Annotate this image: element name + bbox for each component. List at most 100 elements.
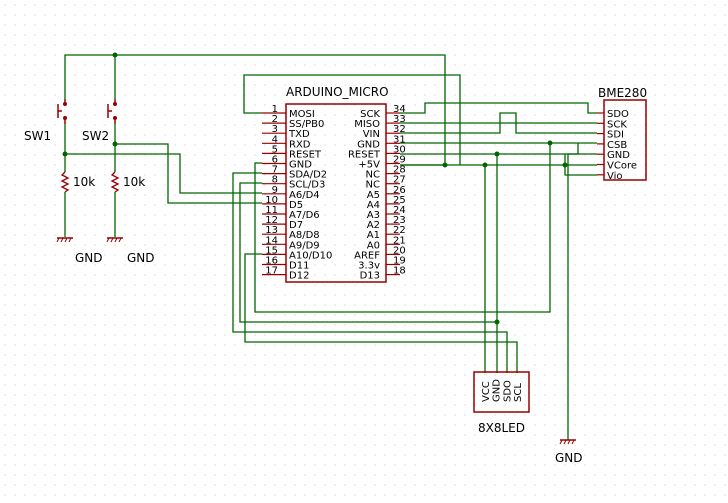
bme280-body (603, 99, 647, 181)
junction (482, 162, 488, 168)
arduino-pin-name: VIN (363, 129, 380, 140)
arduino-pin-number: 7 (272, 165, 278, 176)
arduino-pin-name: AREF (354, 250, 380, 261)
arduino-pin-name: A6/D4 (289, 190, 320, 201)
junction (547, 140, 553, 146)
arduino-pin-number: 13 (265, 225, 278, 236)
arduino-pin-number: 9 (272, 185, 278, 196)
bme280-pin-name: SDI (607, 130, 624, 141)
arduino-pin-number: 18 (393, 266, 406, 277)
arduino-pin-name: RESET (348, 149, 381, 160)
arduino-pin-name: 3.3v (358, 261, 380, 272)
wire-scl (239, 182, 497, 323)
arduino-pin-number: 20 (393, 245, 406, 256)
arduino-pin-number: 8 (272, 175, 278, 186)
wire-sda (232, 172, 508, 373)
arduino-pin-name: NC (366, 180, 380, 191)
switch-contacts (63, 102, 117, 120)
arduino-pin-name: +5V (358, 160, 380, 171)
r2-value: 10k (123, 175, 145, 189)
arduino-pin-name: A4 (367, 200, 380, 211)
led-pin-name: SDO (502, 380, 513, 402)
sw2-contact (113, 116, 117, 120)
bme280-pin-name: SCK (607, 119, 627, 130)
arduino-pin-name: A0 (367, 240, 380, 251)
arduino-pin-name: NC (366, 170, 380, 181)
arduino-pin-name: A1 (367, 230, 380, 241)
arduino-pin-number: 29 (393, 155, 406, 166)
arduino-pin-name: SCL/D3 (289, 180, 325, 191)
arduino-pin-number: 14 (265, 235, 278, 246)
gnd-label-1: GND (75, 251, 103, 265)
wire-gnd-right (567, 143, 579, 440)
bme280-pin-name: GND (607, 150, 630, 161)
arduino-pin-number: 31 (393, 134, 406, 145)
arduino-pin-number: 27 (393, 175, 406, 186)
r1-zigzag (60, 171, 70, 193)
sw1-contact (63, 116, 67, 120)
junction (494, 319, 500, 325)
bme280-pin-name: Vio (607, 171, 623, 182)
led-title: 8X8LED (478, 421, 525, 435)
ground-symbols (57, 237, 576, 441)
arduino-pin-number: 32 (393, 124, 406, 135)
arduino-pin-number: 15 (265, 245, 278, 256)
arduino-pin-number: 24 (393, 205, 406, 216)
wires (64, 54, 597, 440)
arduino-pin-name: GND (357, 139, 380, 150)
junction (494, 151, 500, 157)
arduino-pin-name: RXD (289, 139, 311, 150)
arduino-pin-name: D13 (360, 271, 380, 282)
arduino-pin-name: TXD (288, 129, 310, 140)
arduino-pin-number: 16 (265, 256, 278, 267)
arduino-pin-name: RESET (289, 149, 322, 160)
arduino-pin-number: 21 (393, 235, 406, 246)
arduino-pin-name: SCK (360, 109, 380, 120)
wire-sw2 (114, 124, 262, 204)
arduino-pin-number: 3 (272, 124, 278, 135)
arduino-pin-name: D11 (289, 261, 309, 272)
arduino-pin-number: 28 (393, 165, 406, 176)
arduino-pin-number: 30 (393, 144, 406, 155)
arduino-pin-number: 17 (265, 266, 278, 277)
sw2-label: SW2 (82, 129, 109, 143)
arduino-pin-number: 12 (265, 215, 278, 226)
arduino-pin-name: SDA/D2 (289, 170, 327, 181)
led-pin-name: GND (492, 379, 503, 402)
arduino-pin-name: A9/D9 (289, 240, 320, 251)
arduino-pin-name: MISO (354, 119, 380, 130)
arduino-pin-number: 4 (272, 134, 278, 145)
arduino-pin-number: 11 (265, 205, 278, 216)
arduino-body (285, 103, 387, 283)
arduino-pin-number: 1 (272, 104, 278, 115)
bme280-pin-name: CSB (607, 140, 627, 151)
bme280-pin-name: SDO (607, 109, 629, 120)
ground-hatches (56, 237, 575, 445)
arduino-pin-number: 25 (393, 195, 406, 206)
wire-vin (400, 112, 597, 134)
arduino-pin-name: D7 (289, 220, 303, 231)
wire-sw1 (64, 124, 262, 194)
arduino-pin-number: 22 (393, 225, 406, 236)
resistor-symbols (60, 171, 120, 193)
led-body (473, 371, 530, 413)
arduino-pin-name: A5 (367, 190, 380, 201)
arduino-pin-number: 10 (265, 195, 278, 206)
arduino-pin-number: 23 (393, 215, 406, 226)
arduino-pin-number: 5 (272, 144, 278, 155)
wire-gnd6 (254, 143, 551, 313)
arduino-title: ARDUINO_MICRO (286, 85, 389, 99)
r1-value: 10k (73, 175, 95, 189)
sw1-contact (63, 102, 67, 106)
sw1-label: SW1 (24, 129, 51, 143)
arduino-pin-number: 33 (393, 114, 406, 125)
